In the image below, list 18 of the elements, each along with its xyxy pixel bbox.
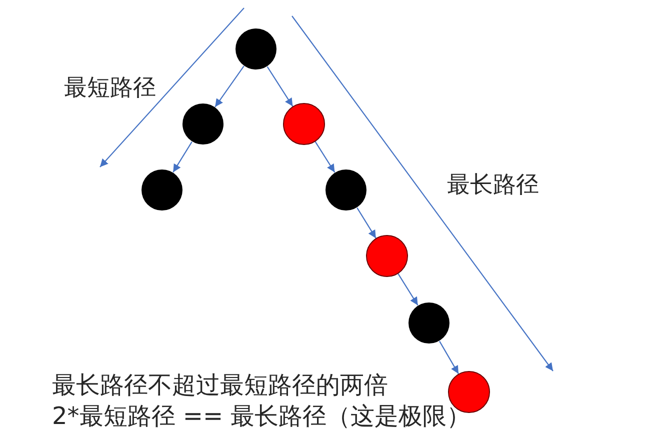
path-label: 最长路径 [447,173,539,198]
note-text: 最长路径不超过最短路径的两倍 [52,372,388,398]
arrow [266,66,294,107]
arrow [356,208,376,238]
arrow [172,142,192,172]
tree-node [366,235,408,277]
arrow [214,66,244,108]
arrow [314,141,336,173]
tree-node [235,28,277,70]
tree-node [283,103,325,145]
arrow [398,274,418,306]
tree-node [408,302,450,344]
tree-node [141,169,183,211]
note-text: 2*最短路径 == 最长路径（这是极限） [52,403,471,430]
tree-node [182,103,224,145]
path-label: 最短路径 [64,76,156,102]
arrow [439,340,459,374]
tree-node [325,169,367,211]
